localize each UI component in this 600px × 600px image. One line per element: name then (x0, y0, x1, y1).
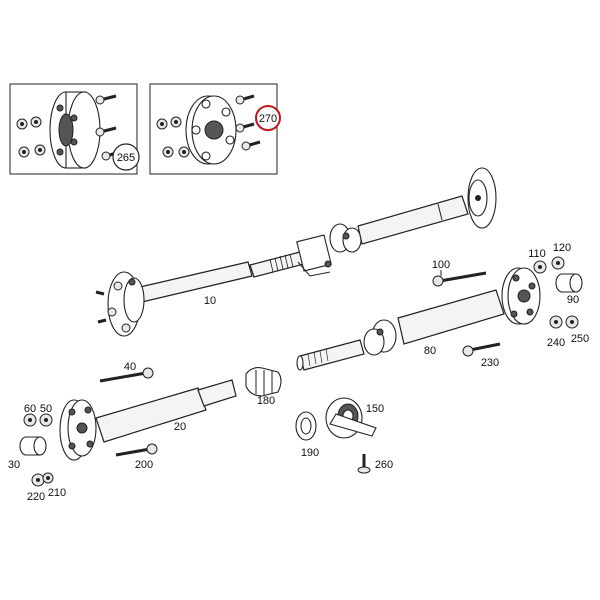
label-120: 120 (553, 242, 571, 254)
screw-icon (357, 454, 371, 474)
nut-icon (16, 116, 46, 158)
label-240: 240 (547, 337, 565, 349)
label-190: 190 (301, 447, 319, 459)
bolt-icon (235, 94, 261, 151)
flexible-disc-icon (185, 95, 237, 165)
label-60: 60 (24, 403, 36, 415)
label-180: 180 (257, 395, 275, 407)
label-200: 200 (135, 459, 153, 471)
label-210: 210 (48, 487, 66, 499)
bushing-icon (19, 436, 47, 456)
label-100: 100 (432, 259, 450, 271)
label-230: 230 (481, 357, 499, 369)
nut-icon (156, 116, 190, 158)
inset-box-265: 265 (9, 83, 140, 175)
center-bearing-icon (325, 397, 377, 439)
flexible-coupling-icon (49, 91, 101, 169)
label-30: 30 (8, 459, 20, 471)
small-parts-left: 60 50 30 220 210 (8, 403, 66, 503)
front-drive-shaft: 40 200 20 (59, 361, 237, 471)
label-80: 80 (424, 345, 436, 357)
label-20: 20 (174, 421, 186, 433)
label-260: 260 (375, 459, 393, 471)
label-150: 150 (366, 403, 384, 415)
rear-flange-assembly: 100 110 120 90 240 250 (432, 242, 589, 349)
label-250: 250 (571, 333, 589, 345)
label-220: 220 (27, 491, 45, 503)
rear-drive-shaft: 80 230 (296, 289, 505, 371)
label-90: 90 (567, 294, 579, 306)
label-265: 265 (117, 152, 135, 164)
bearing-ring-icon (295, 411, 317, 441)
label-40: 40 (124, 361, 136, 373)
label-270: 270 (259, 113, 277, 125)
label-10: 10 (204, 295, 216, 307)
upper-drive-shaft: 10 (95, 167, 497, 337)
highlight-circle (255, 105, 281, 131)
label-50: 50 (40, 403, 52, 415)
label-110: 110 (528, 248, 546, 260)
inset-box-270: 270 (149, 83, 281, 175)
rubber-boot-icon (245, 367, 282, 397)
bushing-icon (555, 273, 583, 293)
